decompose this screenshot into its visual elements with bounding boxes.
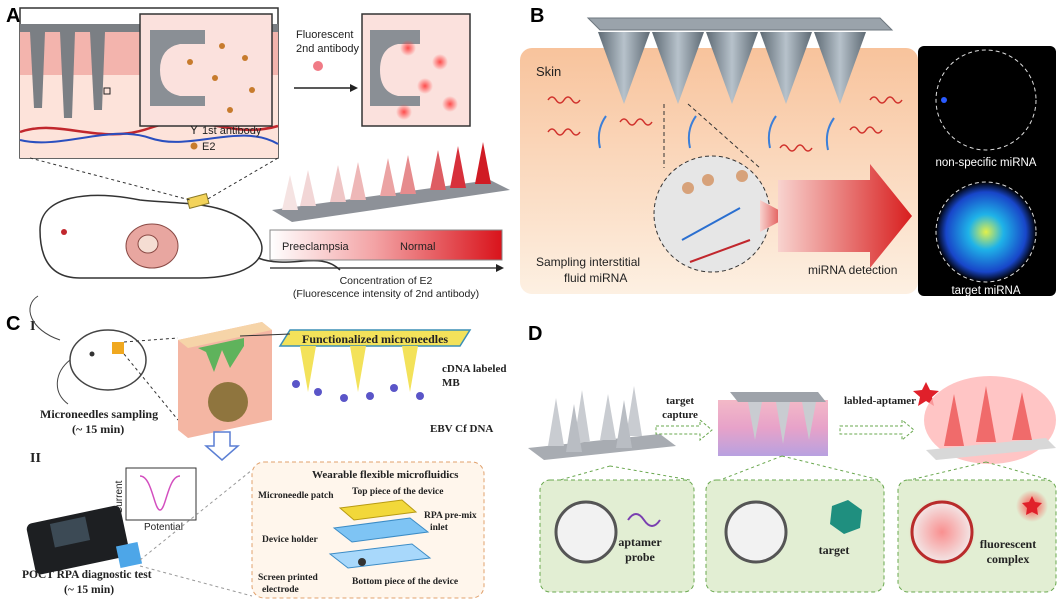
detection-arrow: [778, 164, 912, 268]
skin-block-c: [178, 322, 272, 438]
voltammogram-curve: [139, 475, 181, 511]
uptake-arrows: [597, 115, 835, 151]
panel-b: B Skin: [520, 5, 1056, 297]
handheld-reader: [26, 505, 143, 575]
rpa-callout-1: RPA pre-mix: [424, 511, 477, 521]
top-piece-callout: Top piece of the device: [352, 487, 443, 497]
fluorescent-label-1: Fluorescent: [296, 29, 353, 41]
aptamer-label-2: probe: [625, 550, 655, 564]
mouse-c: [29, 295, 147, 405]
patch-callout: Microneedle patch: [258, 491, 334, 501]
mouse-illustration: [39, 192, 341, 279]
fluorescent-antibody-icon: [313, 61, 323, 71]
holder-callout: Device holder: [262, 535, 318, 545]
target-well: [935, 181, 1037, 283]
panel-a: A Y 1st antibody E2 Fluorescent 2nd anti…: [6, 5, 510, 300]
fluorescent-label-d-1: fluorescent: [980, 537, 1036, 551]
panel-d: D target capture labled-aptamer a: [528, 323, 1057, 593]
panel-d-label: D: [528, 323, 542, 345]
blood-vessel-red: [19, 120, 279, 136]
reader-chip: [115, 541, 143, 569]
voltammogram-box: [125, 467, 197, 521]
current-label: Current: [114, 480, 125, 514]
cdna-label-2: MB: [442, 377, 460, 389]
tumor-tissue: [208, 382, 248, 422]
axis-label-2: (Fluorescence intensity of 2nd antibody): [293, 288, 479, 300]
microneedle-array-a: [272, 142, 510, 222]
probe-well: [554, 500, 618, 564]
zoom-marker: [103, 87, 111, 95]
bottom-piece-callout: Bottom piece of the device: [352, 577, 458, 587]
rpa-callout-2: inlet: [430, 523, 449, 533]
blood-vessel-blue: [19, 132, 279, 145]
mb-probes: [292, 380, 424, 402]
fluorescent-label-d-2: complex: [987, 552, 1030, 566]
microneedle-a3: [90, 32, 105, 110]
e2-legend-dot: [190, 142, 198, 150]
nonspecific-label: non-specific miRNA: [936, 157, 1037, 169]
functionalized-label: Functionalized microneedles: [302, 332, 448, 346]
antibody-legend-icon: Y: [190, 123, 198, 137]
capture-arrow: [655, 418, 713, 442]
patch-on-mouse: [112, 342, 124, 354]
green-microneedles: [198, 338, 244, 372]
detection-label: miRNA detection: [808, 263, 897, 277]
wearable-label: Wearable flexible microfluidics: [312, 469, 459, 481]
e2-legend-label: E2: [202, 141, 215, 153]
microneedle-a1: [30, 32, 45, 108]
potential-label: Potential: [144, 522, 183, 533]
screen-callout-2: electrode: [262, 585, 299, 595]
target-label-d: target: [819, 543, 850, 557]
device-callouts: Microneedle patch Top piece of the devic…: [258, 487, 477, 595]
poct-label-2: (~ 15 min): [64, 584, 114, 596]
label-arrow: [839, 418, 915, 442]
concentration-bar: [269, 229, 503, 261]
array-bare: [528, 386, 676, 460]
panel-b-label: B: [530, 5, 544, 27]
sampling-label-2: fluid miRNA: [564, 271, 627, 285]
ca-ion-3: [736, 170, 748, 182]
step-1-label: I: [30, 319, 35, 334]
needle-cross-section: [150, 30, 205, 106]
panel-c-label: C: [6, 313, 20, 335]
device-stack: [328, 499, 432, 569]
target-molecule: [830, 500, 862, 534]
skin-label: Skin: [536, 64, 561, 79]
poct-label-1: POCT RPA diagnostic test: [22, 569, 152, 581]
patch-backing: [586, 17, 894, 31]
target-well: [724, 500, 788, 564]
panel-c: C I Microneedles sampling (~ 15 min) Fun…: [6, 295, 506, 599]
complex-star: [1022, 496, 1042, 515]
antibody-legend-label: 1st antibody: [202, 125, 262, 137]
normal-label: Normal: [400, 241, 435, 253]
nonspecific-well: [935, 49, 1037, 151]
aptamer-probe-strand: [627, 513, 661, 527]
ca-ion-2: [702, 174, 714, 186]
cdna-label-1: cDNA labeled: [442, 363, 506, 375]
sampling-c-label-2: (~ 15 min): [72, 422, 124, 436]
patch-d: [730, 392, 826, 402]
array-fluorescent: [924, 376, 1056, 464]
capture-label-1: target: [666, 395, 694, 407]
labled-aptamer-label: labled-aptamer: [844, 395, 916, 407]
ca-ion-1: [682, 182, 694, 194]
step-2-label: II: [30, 451, 41, 466]
functionalized-patch: [278, 329, 472, 347]
microneedle-a2: [60, 32, 75, 118]
preeclampsia-label: Preeclampsia: [282, 241, 350, 253]
panel-a-label: A: [6, 5, 20, 27]
microneedles-b: [598, 32, 866, 104]
axis-label-1: Concentration of E2: [340, 275, 433, 287]
sampling-label-1: Sampling interstitial: [536, 255, 640, 269]
down-arrow: [204, 431, 240, 461]
target-label: target miRNA: [951, 285, 1020, 297]
fluorescent-label-2: 2nd antibody: [296, 43, 359, 55]
ebv-label: EBV Cf DNA: [430, 423, 493, 435]
mirna-squiggles: [547, 96, 903, 152]
sampling-c-label-1: Microneedles sampling: [40, 407, 158, 421]
capture-label-2: capture: [662, 409, 698, 421]
aptamer-label-1: aptamer: [618, 535, 662, 549]
screen-callout-1: Screen printed: [258, 573, 318, 583]
